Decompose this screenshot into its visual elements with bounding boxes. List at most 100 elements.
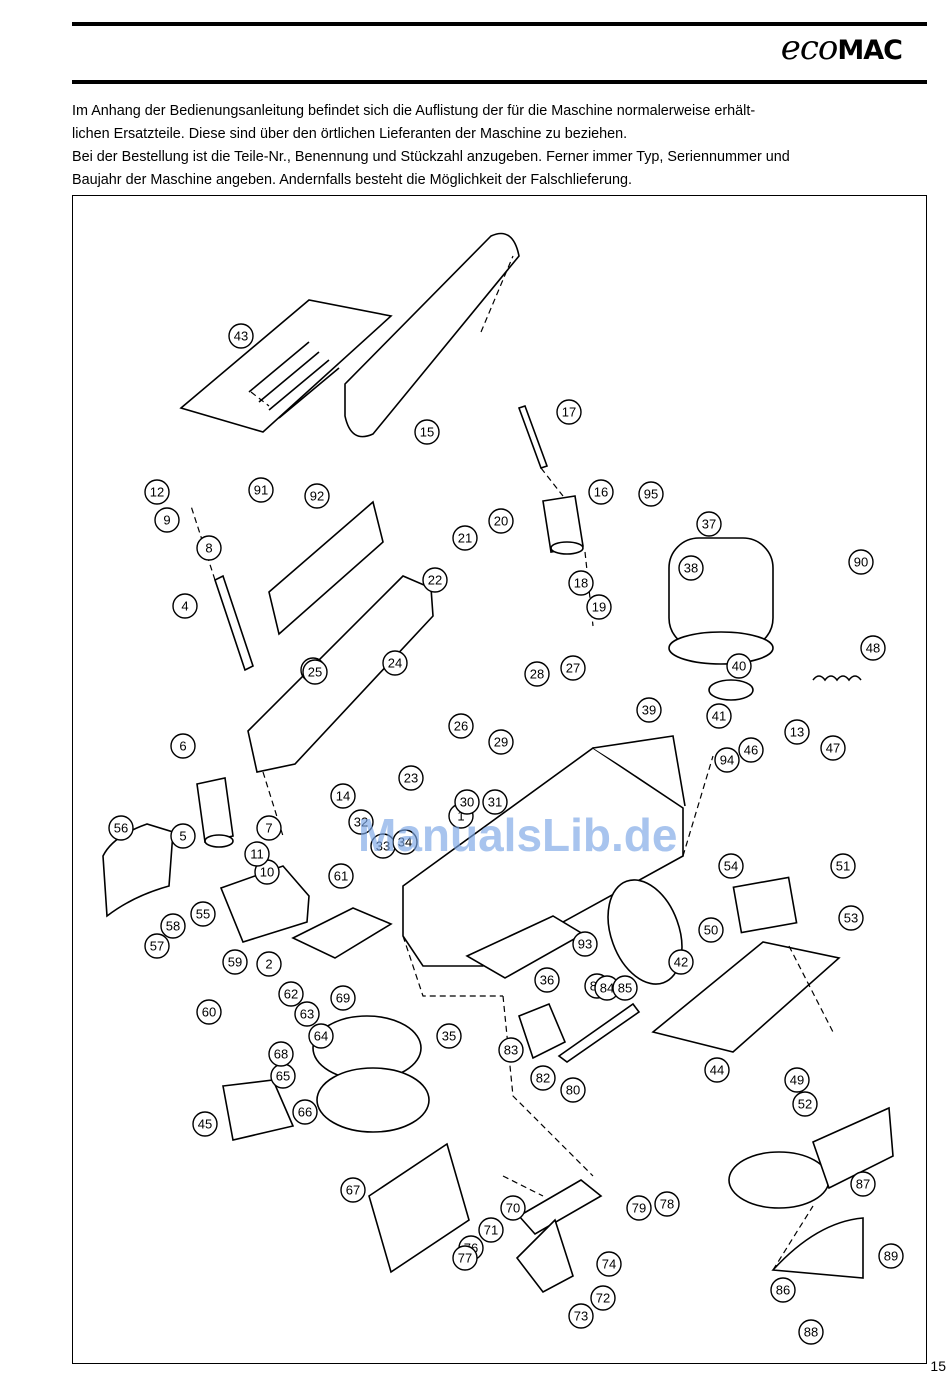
callout-circle <box>726 653 752 679</box>
callout-circle <box>784 1067 810 1093</box>
callout-circle <box>330 783 356 809</box>
callout-circle <box>256 815 282 841</box>
callout-95: 95 <box>638 481 664 507</box>
callout-label: 37 <box>702 517 716 532</box>
callout-13: 13 <box>784 719 810 745</box>
callout-53: 53 <box>838 905 864 931</box>
callout-label: 44 <box>710 1063 724 1078</box>
callout-circle <box>718 853 744 879</box>
callout-circle <box>256 951 282 977</box>
callout-label: 35 <box>442 1029 456 1044</box>
callout-65: 65 <box>270 1063 296 1089</box>
callout-62: 62 <box>278 981 304 1007</box>
callout-label: 79 <box>632 1201 646 1216</box>
callout-label: 38 <box>684 561 698 576</box>
callout-label: 49 <box>790 1073 804 1088</box>
callout-label: 22 <box>428 573 442 588</box>
intro-line-2: lichen Ersatzteile. Diese sind über den … <box>72 126 628 142</box>
callout-label: 52 <box>798 1097 812 1112</box>
callout-label: 56 <box>114 821 128 836</box>
callout-92: 92 <box>304 483 330 509</box>
callout-69: 69 <box>330 985 356 1011</box>
exploded-view-frame: 1234567891011121314151617181920212223242… <box>72 195 927 1364</box>
callout-label: 94 <box>720 753 734 768</box>
callout-42: 42 <box>668 949 694 975</box>
callout-59: 59 <box>222 949 248 975</box>
callout-47: 47 <box>820 735 846 761</box>
callout-23: 23 <box>398 765 424 791</box>
callout-74: 74 <box>596 1251 622 1277</box>
callout-77: 77 <box>452 1245 478 1271</box>
manualslib-watermark: ManualsLib.de <box>358 809 678 861</box>
callout-circle <box>738 737 764 763</box>
callout-circle <box>696 511 722 537</box>
callout-label: 45 <box>198 1117 212 1132</box>
callout-50: 50 <box>698 917 724 943</box>
callout-label: 25 <box>308 665 322 680</box>
callout-label: 39 <box>642 703 656 718</box>
callout-label: 18 <box>574 576 588 591</box>
callout-label: 5 <box>179 829 186 844</box>
callout-circle <box>568 1303 594 1329</box>
intro-paragraph: Im Anhang der Bedienungsanleitung befind… <box>72 100 932 192</box>
callout-circle <box>488 729 514 755</box>
callout-circle <box>482 789 508 815</box>
callout-circle <box>436 1023 462 1049</box>
callout-circle <box>160 913 186 939</box>
callout-circle <box>626 1195 652 1221</box>
callout-label: 63 <box>300 1007 314 1022</box>
callout-9: 9 <box>154 507 180 533</box>
callout-87: 87 <box>850 1171 876 1197</box>
callout-16: 16 <box>588 479 614 505</box>
callout-circle <box>248 477 274 503</box>
callout-91: 91 <box>248 477 274 503</box>
callout-circle <box>302 659 328 685</box>
callout-label: 88 <box>804 1325 818 1340</box>
callout-51: 51 <box>830 853 856 879</box>
callout-44: 44 <box>704 1057 730 1083</box>
callout-label: 10 <box>260 865 274 880</box>
callout-label: 6 <box>179 739 186 754</box>
callout-label: 83 <box>504 1043 518 1058</box>
callout-57: 57 <box>144 933 170 959</box>
callout-label: 55 <box>196 907 210 922</box>
callout-circle <box>770 1277 796 1303</box>
callout-circle <box>144 479 170 505</box>
intro-line-4: Baujahr der Maschine angeben. Andernfall… <box>72 172 632 188</box>
part-number-callouts: 1234567891011121314151617181920212223242… <box>108 323 904 1345</box>
callout-22: 22 <box>422 567 448 593</box>
callout-68: 68 <box>268 1041 294 1067</box>
callout-4: 4 <box>172 593 198 619</box>
callout-label: 42 <box>674 955 688 970</box>
callout-circle <box>382 650 408 676</box>
callout-label: 31 <box>488 795 502 810</box>
callout-label: 4 <box>181 599 188 614</box>
callout-label: 20 <box>494 514 508 529</box>
callout-circle <box>534 967 560 993</box>
callout-19: 19 <box>586 594 612 620</box>
callout-30: 30 <box>454 789 480 815</box>
callout-circle <box>196 999 222 1025</box>
callout-label: 15 <box>420 425 434 440</box>
callout-93: 93 <box>572 931 598 957</box>
callout-circle <box>454 789 480 815</box>
callout-circle <box>860 635 886 661</box>
callout-circle <box>170 823 196 849</box>
callout-label: 86 <box>776 1283 790 1298</box>
callout-39: 39 <box>636 697 662 723</box>
callout-36: 36 <box>534 967 560 993</box>
callout-89: 89 <box>878 1243 904 1269</box>
callout-label: 64 <box>314 1029 328 1044</box>
callout-72: 72 <box>590 1285 616 1311</box>
header-rule <box>72 80 927 84</box>
top-rule <box>72 22 927 26</box>
callout-circle <box>792 1091 818 1117</box>
callout-label: 32 <box>354 815 368 830</box>
callout-40: 40 <box>726 653 752 679</box>
callout-90: 90 <box>848 549 874 575</box>
callout-56: 56 <box>108 815 134 841</box>
callout-circle <box>848 549 874 575</box>
callout-circle <box>704 1057 730 1083</box>
callout-94: 94 <box>714 747 740 773</box>
callout-label: 48 <box>866 641 880 656</box>
